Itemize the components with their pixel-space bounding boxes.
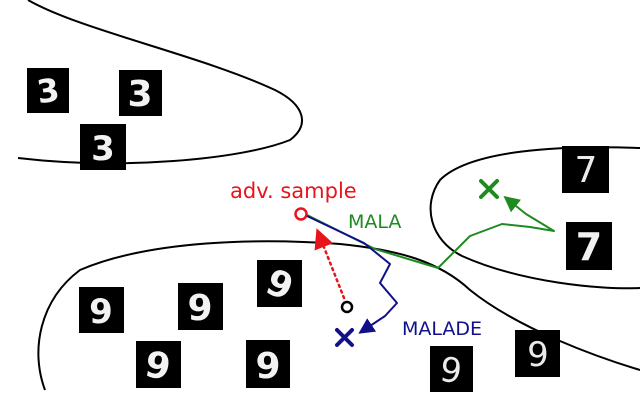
adv-sample-label: adv. sample <box>230 179 357 203</box>
digit-tile-nine: 9 <box>136 341 181 389</box>
svg-text:7: 7 <box>575 150 598 191</box>
digit-tile-nine: 9 <box>246 340 290 388</box>
digit-tile-seven: 7 <box>562 146 609 193</box>
svg-text:9: 9 <box>187 288 212 329</box>
malade-label: MALADE <box>402 318 482 340</box>
adversarial-perturbation-arrow <box>314 228 346 300</box>
mala-endpoint-cross-icon <box>479 179 499 199</box>
class-3-boundary <box>17 0 303 165</box>
digit-tile-nine: 9 <box>515 330 560 377</box>
digit-tile-nine: 9 <box>178 283 223 330</box>
svg-text:9: 9 <box>527 335 549 375</box>
svg-text:9: 9 <box>89 292 113 332</box>
svg-text:9: 9 <box>255 346 280 387</box>
adversarial-sample-marker <box>294 207 308 221</box>
digit-tile-seven: 7 <box>566 222 612 270</box>
original-sample-marker <box>340 300 354 314</box>
digit-tile-adversarial-nine: 9 <box>257 260 302 309</box>
svg-text:3: 3 <box>91 129 115 169</box>
mala-label: MALA <box>348 211 401 233</box>
digit-tile-three: 3 <box>27 68 69 113</box>
digit-tile-three: 3 <box>80 124 126 170</box>
mala-trajectory <box>306 196 555 269</box>
svg-text:3: 3 <box>34 71 61 112</box>
malade-trajectory <box>306 215 398 334</box>
svg-text:3: 3 <box>127 74 152 115</box>
svg-text:7: 7 <box>576 225 602 269</box>
malade-endpoint-cross-icon <box>335 328 354 347</box>
digit-tile-nine: 9 <box>430 346 473 392</box>
digit-tile-nine: 9 <box>79 287 124 333</box>
class-7-boundary <box>429 146 640 290</box>
digit-tile-three: 3 <box>119 70 162 116</box>
